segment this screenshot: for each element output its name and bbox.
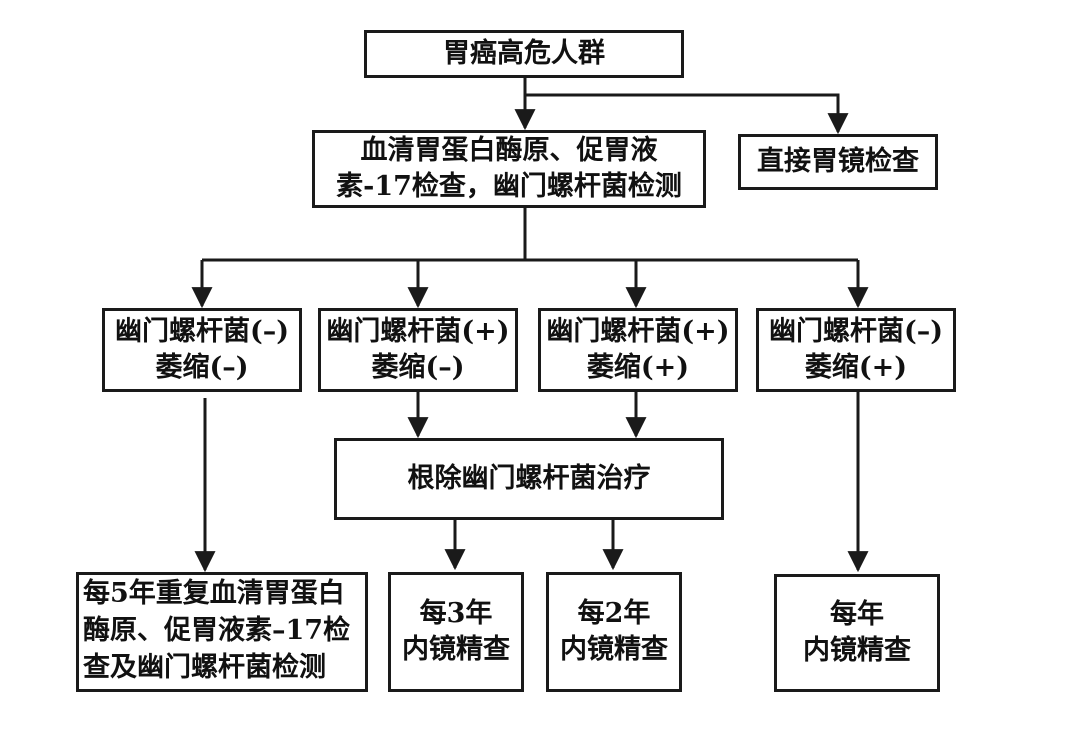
eradication-label: 根除幽门螺杆菌治疗 [407,463,651,494]
every-2-years-box: 每2年 内镜精查 [546,572,682,692]
hp-pos-atrophy-pos-box: 幽门螺杆菌(+) 萎缩(+) [538,308,738,392]
hp-pos-atrophy-pos-line1: 幽门螺杆菌(+) [546,316,730,347]
every-5-years-line1: 每5年重复血清胃蛋白 [83,578,345,609]
every-year-line2: 内镜精查 [803,635,911,666]
hp-neg-atrophy-neg-box: 幽门螺杆菌(–) 萎缩(–) [102,308,302,392]
every-3-years-line1: 每3年 [419,598,493,629]
hp-neg-atrophy-pos-box: 幽门螺杆菌(–) 萎缩(+) [756,308,956,392]
eradication-box: 根除幽门螺杆菌治疗 [334,438,724,520]
direct-endoscopy-label: 直接胃镜检查 [757,146,919,177]
hp-neg-atrophy-neg-line1: 幽门螺杆菌(–) [114,316,290,347]
every-year-line1: 每年 [830,599,884,630]
hp-neg-atrophy-neg-line2: 萎缩(–) [155,352,249,383]
hp-pos-atrophy-neg-box: 幽门螺杆菌(+) 萎缩(–) [318,308,518,392]
serum-test-box: 血清胃蛋白酶原、促胃液 素-17检查，幽门螺杆菌检测 [312,130,706,208]
hp-pos-atrophy-neg-line2: 萎缩(–) [371,352,465,383]
serum-test-line2: 素-17检查，幽门螺杆菌检测 [336,171,682,202]
high-risk-label: 胃癌高危人群 [443,38,605,69]
every-5-years-box: 每5年重复血清胃蛋白 酶原、促胃液素–17检 查及幽门螺杆菌检测 [76,572,368,692]
every-2-years-line1: 每2年 [577,598,651,629]
hp-pos-atrophy-neg-line1: 幽门螺杆菌(+) [326,316,510,347]
every-2-years-line2: 内镜精查 [560,634,668,665]
every-3-years-box: 每3年 内镜精查 [388,572,524,692]
every-3-years-line2: 内镜精查 [402,634,510,665]
every-5-years-line2: 酶原、促胃液素–17检 [83,615,351,646]
hp-neg-atrophy-pos-line2: 萎缩(+) [804,352,908,383]
high-risk-box: 胃癌高危人群 [364,30,684,78]
hp-neg-atrophy-pos-line1: 幽门螺杆菌(–) [768,316,944,347]
serum-test-line1: 血清胃蛋白酶原、促胃液 [360,135,658,166]
hp-pos-atrophy-pos-line2: 萎缩(+) [586,352,690,383]
direct-endoscopy-box: 直接胃镜检查 [738,134,938,190]
every-5-years-line3: 查及幽门螺杆菌检测 [83,652,326,683]
every-year-box: 每年 内镜精查 [774,574,940,692]
